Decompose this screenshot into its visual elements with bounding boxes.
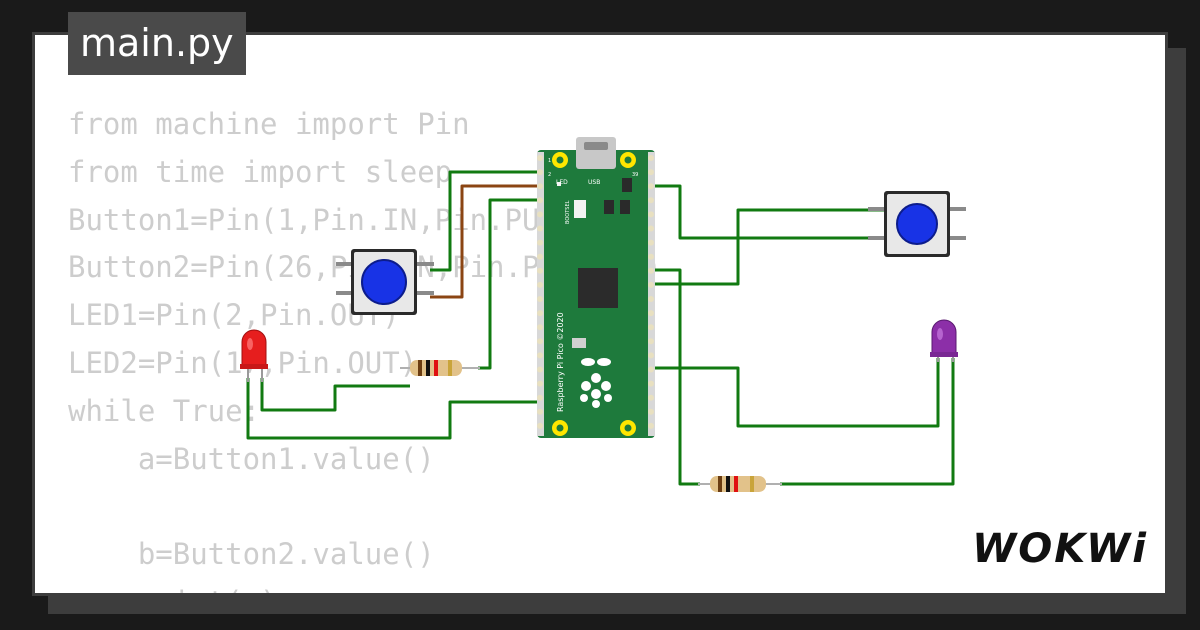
pin-pad bbox=[648, 408, 654, 415]
rp2040-chip bbox=[578, 268, 618, 308]
pin-pad bbox=[537, 225, 543, 232]
code-line: from machine import Pin bbox=[68, 107, 470, 141]
code-line: from time import sleep bbox=[68, 154, 453, 189]
pin-pad bbox=[648, 197, 654, 204]
pin-pad bbox=[537, 338, 543, 345]
pin-pad bbox=[537, 324, 543, 331]
pin-pad bbox=[648, 296, 654, 302]
pin-pad bbox=[648, 366, 654, 373]
wires bbox=[246, 170, 955, 486]
pin-pad bbox=[537, 169, 543, 176]
wire-button1-gp1 bbox=[430, 170, 545, 272]
wire-led-left-cathode bbox=[246, 378, 545, 440]
pin-pad bbox=[648, 422, 654, 429]
code-line: LED1=Pin(2,Pin.OUT) bbox=[68, 298, 400, 333]
led-red[interactable] bbox=[240, 329, 268, 382]
pin39-label: 39 bbox=[632, 172, 638, 178]
led-purple[interactable] bbox=[930, 319, 958, 362]
pin-pad bbox=[537, 366, 543, 373]
pin-pad bbox=[648, 352, 654, 359]
button-cap-right bbox=[896, 203, 938, 245]
pin-pad bbox=[648, 211, 654, 218]
pin-pad bbox=[648, 281, 654, 288]
pin-pad bbox=[648, 253, 654, 260]
board-usb-label: USB bbox=[588, 179, 600, 186]
wire-button1-gnd bbox=[430, 184, 545, 299]
raspberry-logo-icon bbox=[580, 358, 612, 408]
file-tab[interactable]: main.py bbox=[68, 12, 246, 75]
code-line: print(a) bbox=[68, 579, 662, 593]
pushbutton-left[interactable] bbox=[336, 249, 434, 315]
resistor-right[interactable] bbox=[698, 476, 782, 492]
wire-button2-gnd bbox=[645, 208, 888, 286]
pin-pad bbox=[537, 155, 543, 161]
board-led-label: LED bbox=[556, 179, 568, 186]
wire-resistor-right bbox=[645, 268, 700, 486]
usb-connector bbox=[576, 137, 616, 169]
pin-pad bbox=[648, 267, 654, 274]
button-cap-left bbox=[361, 259, 407, 305]
pushbutton-right[interactable] bbox=[868, 191, 966, 257]
code-line: while True: bbox=[68, 393, 261, 428]
pin-pad bbox=[648, 310, 654, 317]
wire-led-right-cathode bbox=[780, 358, 955, 486]
pin-pad bbox=[648, 394, 654, 401]
pin-pad bbox=[648, 324, 654, 331]
pin-pad bbox=[648, 380, 654, 387]
pin-pad bbox=[537, 310, 543, 317]
pico-board[interactable]: Raspberry Pi Pico ©2020 LED USB BOOTSEL … bbox=[537, 137, 655, 438]
pin-pad bbox=[537, 281, 543, 288]
pin-pad bbox=[537, 408, 543, 415]
pin-pad bbox=[537, 422, 543, 429]
pin2-label: 2 bbox=[548, 172, 551, 178]
pin-pad bbox=[537, 253, 543, 260]
pin-pads bbox=[537, 155, 654, 429]
pin-pad bbox=[537, 183, 543, 190]
pin-pad bbox=[537, 296, 543, 302]
code-line: a=Button1.value() bbox=[68, 441, 435, 476]
wire-button2-gp bbox=[645, 184, 888, 240]
board-bootsel-label: BOOTSEL bbox=[565, 200, 571, 224]
pin-pad bbox=[537, 394, 543, 401]
wokwi-logo: WOKWi bbox=[972, 526, 1148, 572]
board-name-label: Raspberry Pi Pico ©2020 bbox=[556, 312, 565, 412]
pin-pad bbox=[648, 155, 654, 161]
code-line: b=Button2.value() bbox=[68, 537, 435, 572]
pin-pad bbox=[537, 267, 543, 274]
pin-pad bbox=[648, 239, 654, 246]
pin-pad bbox=[537, 211, 543, 218]
pin1-label: 1 bbox=[548, 158, 551, 164]
wire-led-right-anode bbox=[645, 358, 940, 428]
pin-pad bbox=[648, 338, 654, 345]
pin-pad bbox=[648, 225, 654, 232]
wire-led-left-anode bbox=[260, 378, 410, 412]
pin-pad bbox=[537, 239, 543, 246]
pin-pad bbox=[537, 352, 543, 359]
resistor-left[interactable] bbox=[400, 360, 480, 376]
wire-resistor-left bbox=[478, 198, 545, 370]
pin-pad bbox=[648, 183, 654, 190]
pin-pad bbox=[537, 380, 543, 387]
pin-pad bbox=[537, 197, 543, 204]
pin-pad bbox=[648, 169, 654, 176]
